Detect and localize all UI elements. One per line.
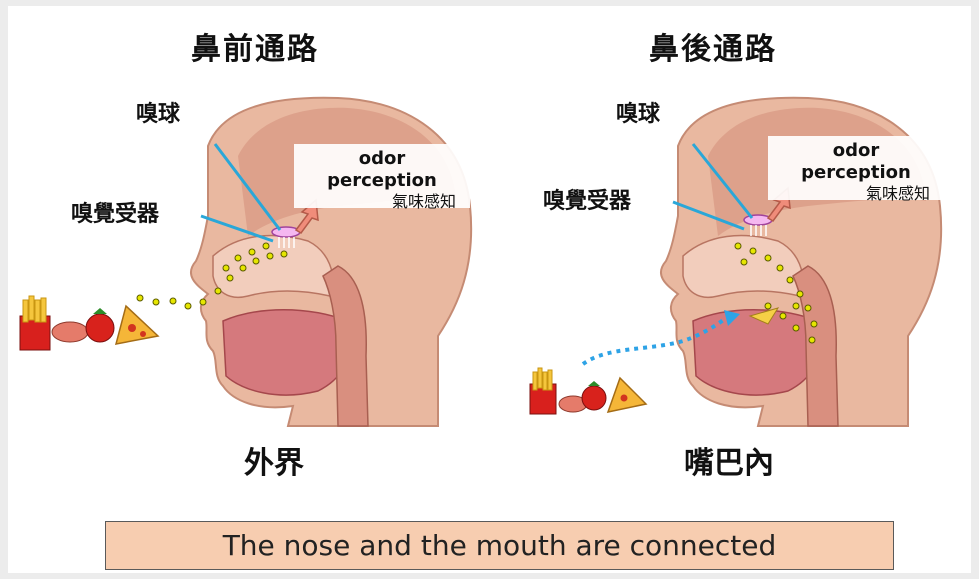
slide: 鼻前通路 嗅球 嗅覺受器 odor perception 氣味感知 外界 <box>8 6 971 573</box>
nasal-cavity <box>213 236 333 298</box>
olfactory-bulb <box>744 215 772 225</box>
retronasal-illustration <box>478 6 948 486</box>
summary-banner: The nose and the mouth are connected <box>105 521 894 570</box>
orthonasal-title: 鼻前通路 <box>191 24 319 68</box>
orthonasal-panel: 鼻前通路 嗅球 嗅覺受器 odor perception 氣味感知 外界 <box>8 6 478 486</box>
oral-cavity <box>223 310 352 395</box>
oral-cavity <box>693 310 822 395</box>
odor-perception-zh: 氣味感知 <box>866 180 930 204</box>
retronasal-caption: 嘴巴內 <box>684 438 774 482</box>
olfactory-bulb-label: 嗅球 <box>616 96 660 128</box>
odor-perception-text: odor perception <box>768 136 944 184</box>
retronasal-panel: 鼻後通路 嗅球 嗅覺受器 odor perception 氣味感知 嘴巴內 <box>478 6 948 486</box>
logo-mark <box>910 422 932 430</box>
odor-perception-box: odor perception 氣味感知 <box>294 144 470 208</box>
retronasal-title: 鼻後通路 <box>649 24 777 68</box>
odor-perception-box: odor perception 氣味感知 <box>768 136 944 200</box>
olfactory-receptor-label: 嗅覺受器 <box>71 196 159 228</box>
orthonasal-illustration <box>8 6 478 486</box>
olfactory-bulb <box>272 227 300 237</box>
logo-mark <box>440 422 462 430</box>
food-items <box>530 368 646 414</box>
orthonasal-caption: 外界 <box>244 438 304 482</box>
food-items <box>20 296 158 350</box>
odor-perception-zh: 氣味感知 <box>392 188 456 212</box>
olfactory-bulb-label: 嗅球 <box>136 96 180 128</box>
odor-perception-text: odor perception <box>294 144 470 192</box>
olfactory-receptor-label: 嗅覺受器 <box>543 183 631 215</box>
nasal-cavity <box>683 236 803 298</box>
